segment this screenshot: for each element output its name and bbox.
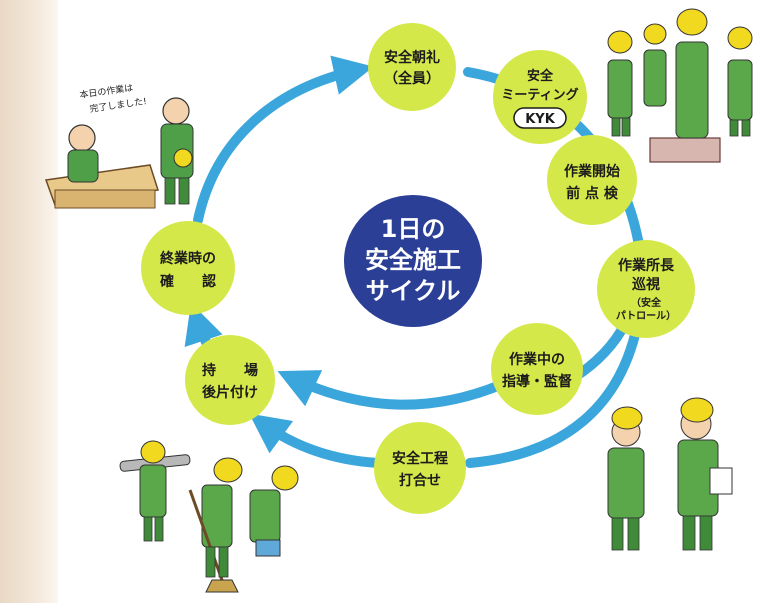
supervision-illustration [607, 397, 733, 551]
center-title-line-2: 安全施工 [365, 246, 461, 274]
kyk-badge-label: KYK [525, 112, 555, 127]
step-label-line-2: 打合せ [399, 472, 441, 489]
step-cleanup: 持 場 後片付け [185, 335, 275, 425]
dustpan [255, 539, 281, 557]
step-label-line-1: 作業中の [509, 351, 565, 368]
helmet [727, 26, 753, 50]
step-manager-patrol: 作業所長 巡視 （安全 パトロール） [597, 240, 695, 338]
step-label-line-1: 作業開始 [564, 163, 620, 180]
step-sublabel-line-2: パトロール） [616, 309, 676, 322]
cycle-center: 1日の 安全施工 サイクル [344, 195, 482, 327]
platform [649, 137, 721, 163]
held-helmet [173, 148, 193, 168]
helmet [271, 465, 299, 491]
step-label-line-2: 前 点 検 [566, 185, 619, 202]
helmet [676, 8, 708, 36]
step-label-line-2: ミーティング [501, 87, 578, 103]
step-label-line-2: 後片付け [202, 384, 258, 401]
center-title-line-1: 1日の [381, 215, 446, 243]
helmet [643, 23, 667, 45]
step-label-line-1: 持 場 [202, 362, 258, 379]
cleanup-illustration [119, 440, 299, 593]
step-work-supervision: 作業中の 指導・監督 [491, 323, 583, 415]
speech-bubble-line-1: 本日の作業は [79, 82, 134, 101]
step-pre-work-inspection: 作業開始 前 点 検 [547, 135, 637, 225]
step-process-meeting: 安全工程 打合せ [374, 422, 466, 514]
standing-worker-head [162, 97, 190, 125]
helmet [140, 440, 166, 464]
clipboard [709, 467, 733, 495]
helmet [680, 397, 714, 423]
seated-person-head [68, 124, 96, 152]
step-safety-meeting: 安全 ミーティング KYK [493, 50, 587, 144]
helmet [213, 457, 243, 483]
step-label-line-2: （全員） [384, 70, 440, 87]
center-title-line-3: サイクル [366, 277, 461, 305]
step-end-confirmation: 終業時の 確 認 [141, 221, 235, 315]
helmet [607, 30, 633, 54]
arrow-supervision-to-cleanup [277, 370, 510, 410]
step-morning-assembly: 安全朝礼 （全員） [368, 23, 456, 111]
broom [188, 489, 224, 581]
left-paper-edge [0, 0, 58, 603]
step-label-line-2: 指導・監督 [502, 373, 572, 390]
step-label-line-2: 巡視 [632, 276, 660, 293]
helmet [611, 406, 643, 430]
arrow-process-to-cleanup [249, 413, 383, 468]
arrow-outer-bottom [465, 305, 645, 468]
step-label-line-1: 安全朝礼 [384, 49, 440, 66]
step-label-line-1: 作業所長 [618, 257, 675, 274]
kyk-badge [513, 107, 567, 129]
morning-assembly-illustration [607, 8, 753, 163]
step-label-line-2: 確 認 [160, 273, 216, 290]
step-label-line-1: 終業時の [160, 250, 216, 267]
step-label-line-1: 安全 [527, 68, 554, 84]
step-sublabel-line-1: （安全 [631, 296, 662, 309]
step-label-line-1: 安全工程 [392, 450, 448, 467]
office-report-illustration: 本日の作業は 完了しました! [44, 82, 194, 209]
arrow-end-check-to-assembly [193, 55, 374, 225]
